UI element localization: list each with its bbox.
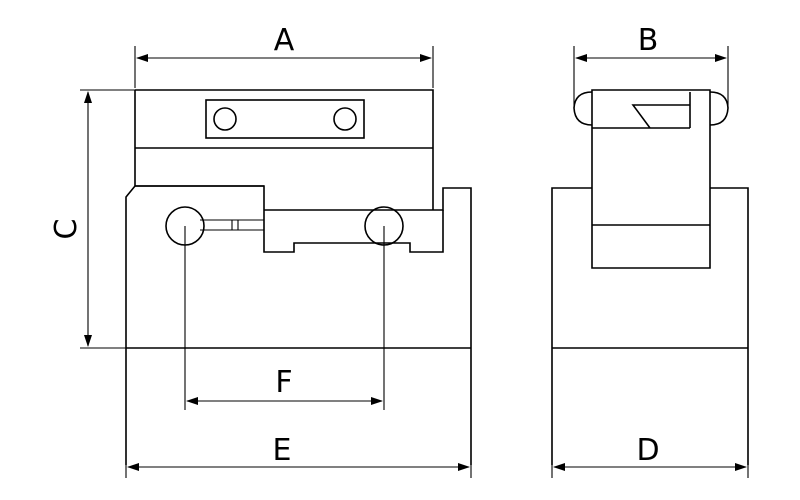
dimension-c <box>80 89 165 349</box>
dimension-e <box>125 463 472 478</box>
dimension-f <box>184 226 385 410</box>
knob-left <box>573 91 593 126</box>
side-view <box>551 89 749 465</box>
label-d: D <box>636 433 659 468</box>
sliding-jaw <box>263 209 444 253</box>
front-view <box>125 89 472 465</box>
screw-hole-right <box>333 107 357 131</box>
dimension-a <box>134 46 434 88</box>
screw-hole-left <box>213 107 237 131</box>
label-a: A <box>274 23 295 58</box>
screw-plate <box>205 99 365 139</box>
label-b: B <box>638 23 659 58</box>
label-c: C <box>49 219 84 240</box>
side-base <box>551 187 749 465</box>
upper-block <box>134 89 434 210</box>
label-f: F <box>275 365 292 400</box>
knob-right <box>709 91 729 126</box>
dovetail-notch <box>592 104 690 129</box>
dimension-b <box>573 46 729 108</box>
side-clamp-body <box>591 89 711 269</box>
dimension-d <box>551 463 749 478</box>
connecting-rod <box>200 219 264 231</box>
base-body <box>125 185 472 465</box>
label-e: E <box>273 433 292 468</box>
